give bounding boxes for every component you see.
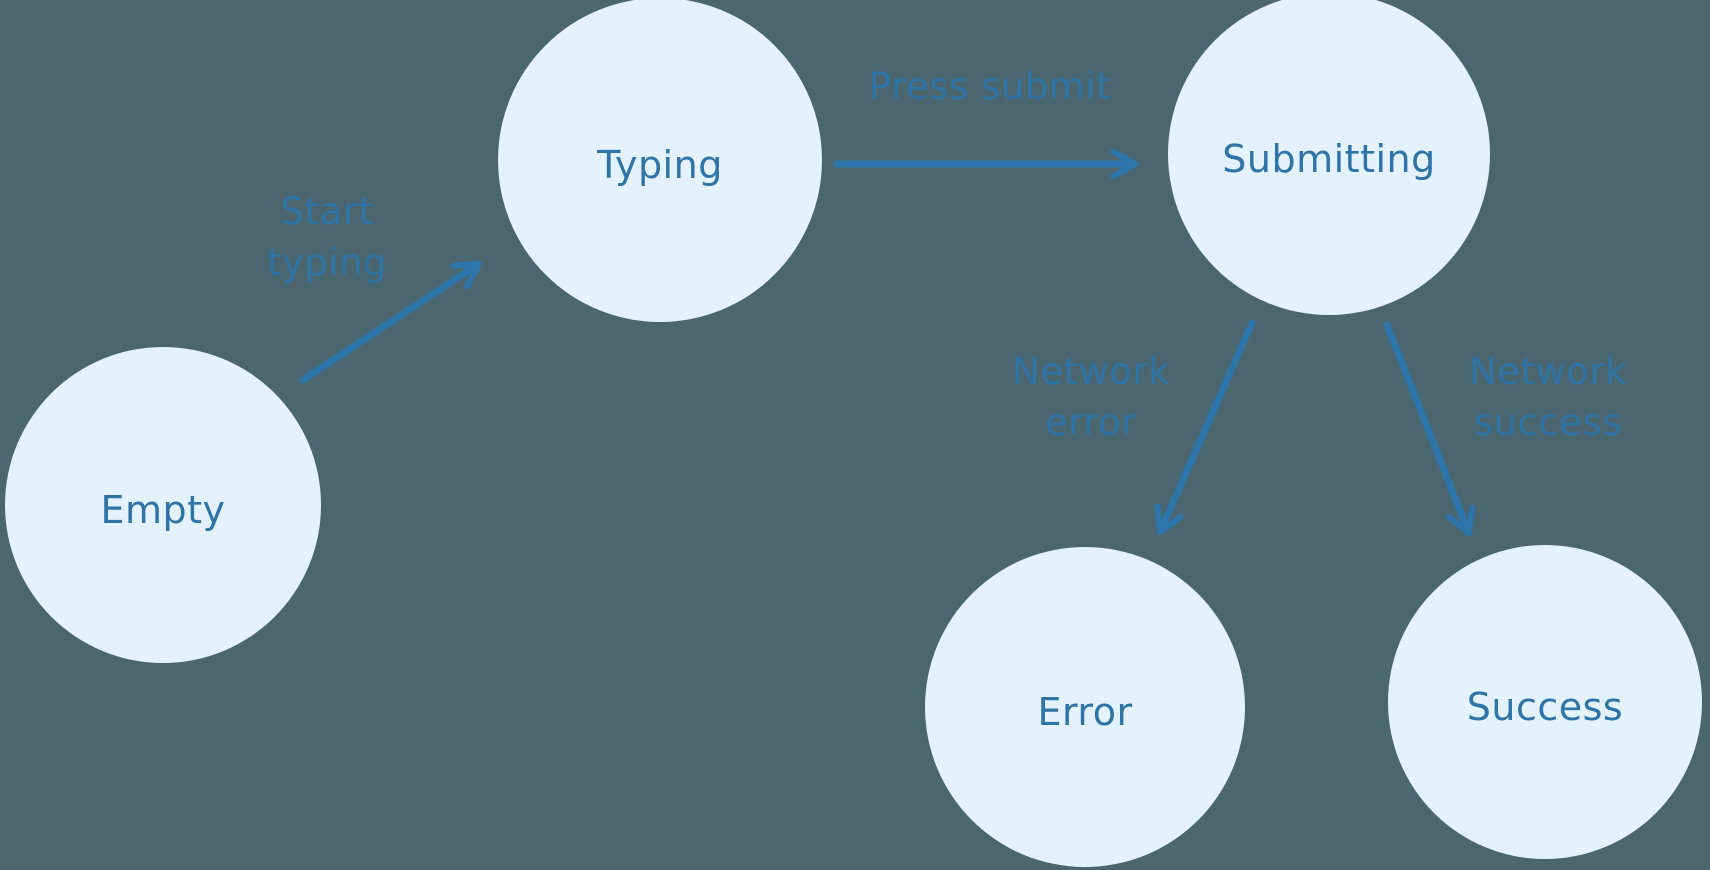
state-node-label-error: Error [1037, 690, 1133, 734]
state-node-submitting: Submitting [1168, 0, 1490, 315]
state-node-typing: Typing [498, 0, 822, 322]
edge-arrow-start-typing [299, 260, 483, 384]
state-node-empty: Empty [5, 347, 321, 663]
edge-arrow-network-error [1154, 319, 1256, 536]
edge-arrow-network-success [1383, 321, 1476, 537]
state-node-label-empty: Empty [100, 488, 226, 532]
edge-label-start-typing: Start typing [266, 190, 388, 284]
edge-label-network-error: Network error [1012, 350, 1170, 444]
edge-label-press-submit: Press submit [868, 65, 1112, 108]
state-node-label-typing: Typing [597, 143, 723, 187]
state-node-error: Error [925, 547, 1245, 867]
state-node-label-submitting: Submitting [1222, 137, 1436, 181]
state-node-success: Success [1388, 545, 1702, 859]
edge-label-network-success: Network success [1469, 350, 1627, 444]
state-node-label-success: Success [1466, 685, 1624, 729]
